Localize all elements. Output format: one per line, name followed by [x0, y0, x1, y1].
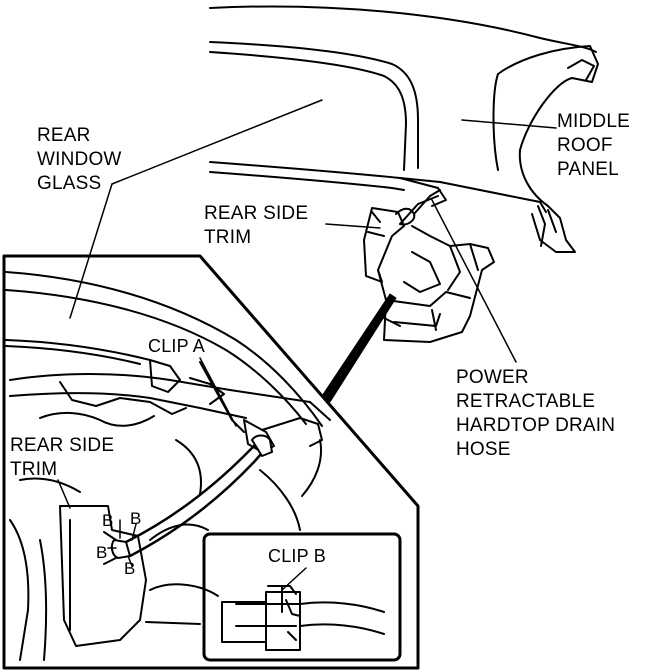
- belt-line: [209, 161, 541, 203]
- label-line: ROOF: [557, 135, 613, 156]
- clip-a-marker: [199, 361, 245, 433]
- label-line: CLIP A: [148, 336, 205, 356]
- rear-window-frame-inner: [209, 51, 407, 171]
- leader-clip-a: [199, 357, 237, 427]
- label-line: HARDTOP DRAIN: [456, 415, 616, 436]
- label-line: REAR: [37, 125, 91, 146]
- rear-side-trim-piece: [363, 207, 405, 283]
- leader-middle-roof-panel: [461, 119, 557, 129]
- label-b-marker: B: [130, 509, 142, 528]
- label-clip-a: CLIP A: [148, 336, 205, 356]
- label-line: REAR SIDE: [204, 203, 309, 224]
- leader-drain-hose: [431, 199, 517, 363]
- label-line: POWER: [456, 367, 529, 388]
- roof-top-edge: [209, 5, 597, 53]
- leader-rear-window-glass: [111, 99, 323, 185]
- label-middle-roof-panel: MIDDLE ROOF PANEL: [557, 110, 630, 182]
- label-line: RETRACTABLE: [456, 391, 596, 412]
- clip-b-inset-frame: [202, 532, 402, 662]
- clip-b-drawing: [221, 585, 385, 651]
- rear-window-frame-outer: [209, 41, 419, 169]
- label-rear-window-glass: REAR WINDOW GLASS: [37, 124, 122, 196]
- detail-drawing: [5, 271, 331, 661]
- leader-rear-side-trim-detail: [57, 479, 71, 509]
- label-b-marker: B: [96, 543, 108, 562]
- roof-overview: [209, 5, 599, 343]
- label-rear-side-trim-top: REAR SIDE TRIM: [204, 202, 308, 250]
- label-line: WINDOW: [37, 149, 122, 170]
- leader-clip-b: [281, 567, 307, 591]
- label-rear-side-trim-detail: REAR SIDE TRIM: [10, 434, 114, 482]
- label-line: CLIP B: [268, 546, 326, 566]
- label-line: REAR SIDE: [10, 435, 115, 456]
- label-line: HOSE: [456, 439, 511, 460]
- label-drain-hose: POWER RETRACTABLE HARDTOP DRAIN HOSE: [456, 366, 615, 462]
- leader-lines: [57, 99, 557, 591]
- label-b-marker: B: [102, 511, 114, 530]
- detail-frame: [2, 254, 420, 670]
- leader-rear-side-trim-top: [325, 223, 381, 229]
- label-line: GLASS: [37, 173, 102, 194]
- detail-callout-pointer: [321, 293, 397, 403]
- label-b-marker: B: [124, 559, 136, 578]
- drain-hose-detail: [124, 438, 262, 544]
- label-clip-b: CLIP B: [268, 546, 326, 566]
- label-line: TRIM: [204, 227, 252, 248]
- label-line: MIDDLE: [557, 111, 630, 132]
- label-line: PANEL: [557, 159, 619, 180]
- label-line: TRIM: [10, 459, 58, 480]
- middle-roof-panel-outline: [497, 45, 599, 253]
